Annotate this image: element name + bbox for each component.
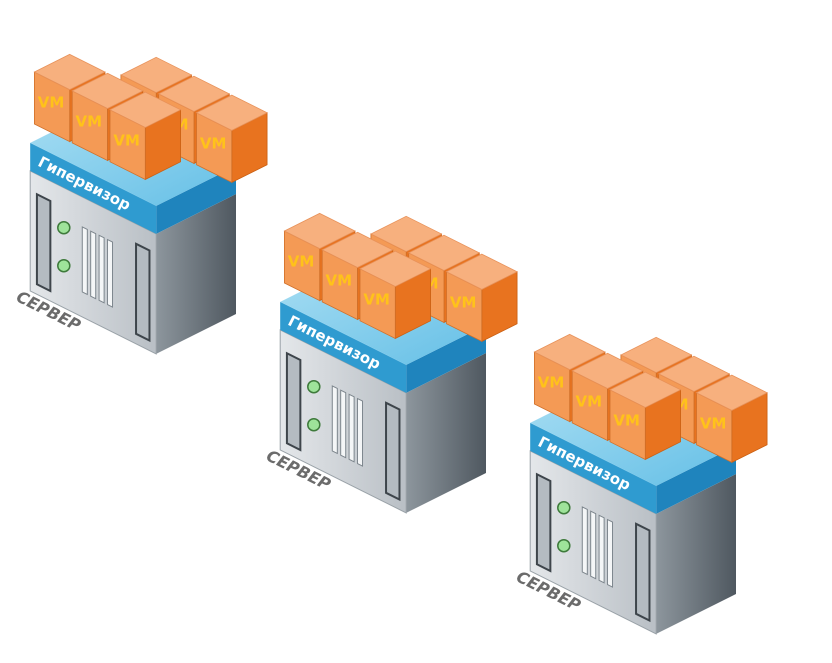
hypervisor-front-face (280, 301, 407, 393)
host-stack-2: ГипервизорVMVMVMVMVMVMСЕРВЕР (263, 212, 518, 514)
server-vent (356, 397, 364, 467)
server-vent (606, 518, 614, 588)
host-stack-3: ГипервизорVMVMVMVMVMVMСЕРВЕР (513, 333, 768, 635)
vm-cube: VM (359, 250, 432, 340)
hypervisor-side-face (656, 446, 736, 514)
server-power-led (57, 220, 71, 235)
server-left-handle (535, 472, 552, 573)
server-right-handle (635, 522, 651, 623)
vm-label: VM (576, 393, 603, 411)
hypervisor-side-face (406, 325, 486, 393)
vm-label: VM (700, 414, 727, 432)
server-power-led (557, 500, 571, 515)
server-left-handle (285, 351, 302, 452)
vm-top-face (120, 56, 193, 94)
vm-label: VM (38, 94, 65, 112)
hypervisor-front-face (530, 422, 657, 514)
vm-top-face (407, 234, 481, 271)
server-vent (331, 385, 338, 455)
server-right-handle (385, 401, 401, 502)
server-power-led (307, 379, 321, 394)
server-vent (106, 238, 114, 308)
vm-top-face (370, 215, 443, 253)
vm-top-face (609, 371, 682, 408)
host-stack-1: ГипервизорVMVMVMVMVMVMСЕРВЕР (13, 53, 268, 355)
vm-label: VM (76, 113, 103, 131)
vm-label: VM (326, 272, 353, 290)
vm-label: VM (200, 134, 227, 152)
server-side-face (156, 194, 236, 354)
vm-label: VM (288, 253, 315, 271)
vm-top-face (571, 352, 644, 389)
vm-cube-group: VMVMVMVMVMVM (533, 333, 768, 464)
vm-label: VM (613, 411, 640, 429)
vm-cube: VM (195, 94, 268, 184)
vm-cube: VM (445, 253, 518, 343)
vm-top-face (657, 355, 731, 392)
hosts-layer: ГипервизорVMVMVMVMVMVMСЕРВЕРГипервизорVM… (13, 53, 768, 635)
server-status-led (57, 258, 71, 273)
vm-top-face (359, 250, 432, 287)
server-vent (81, 226, 88, 296)
vm-top-face (321, 231, 394, 268)
vm-top-face (695, 374, 768, 411)
vm-top-face (445, 253, 518, 290)
vm-cube: VM (695, 374, 768, 464)
server-side-face (406, 353, 486, 513)
hypervisor-side-face (156, 166, 236, 234)
vm-top-face (620, 336, 693, 374)
vm-top-face (283, 212, 356, 250)
server-vent (598, 514, 605, 584)
server-status-led (307, 417, 321, 432)
vm-top-face (195, 94, 268, 131)
server-vent (340, 389, 347, 459)
vm-cube-group: VMVMVMVMVMVM (33, 53, 268, 184)
vm-top-face (157, 75, 231, 112)
vm-top-face (109, 91, 182, 128)
vm-top-face (533, 333, 606, 371)
vm-cube: VM (609, 371, 682, 461)
vm-label: VM (113, 131, 140, 149)
vm-top-face (33, 53, 106, 91)
vm-label: VM (363, 290, 390, 308)
server-left-handle (35, 192, 52, 293)
hypervisor-front-face (30, 142, 157, 234)
server-vent (348, 393, 355, 463)
vm-cube-group: VMVMVMVMVMVM (283, 212, 518, 343)
vm-top-face (71, 72, 144, 109)
server-vent (98, 234, 105, 304)
server-vent (590, 510, 597, 580)
vm-cube: VM (109, 91, 182, 181)
server-side-face (656, 474, 736, 634)
server-vent (581, 506, 588, 576)
server-vent (90, 230, 97, 300)
server-status-led (557, 538, 571, 553)
server-right-handle (135, 242, 151, 343)
vm-label: VM (538, 374, 565, 392)
vm-label: VM (450, 293, 477, 311)
